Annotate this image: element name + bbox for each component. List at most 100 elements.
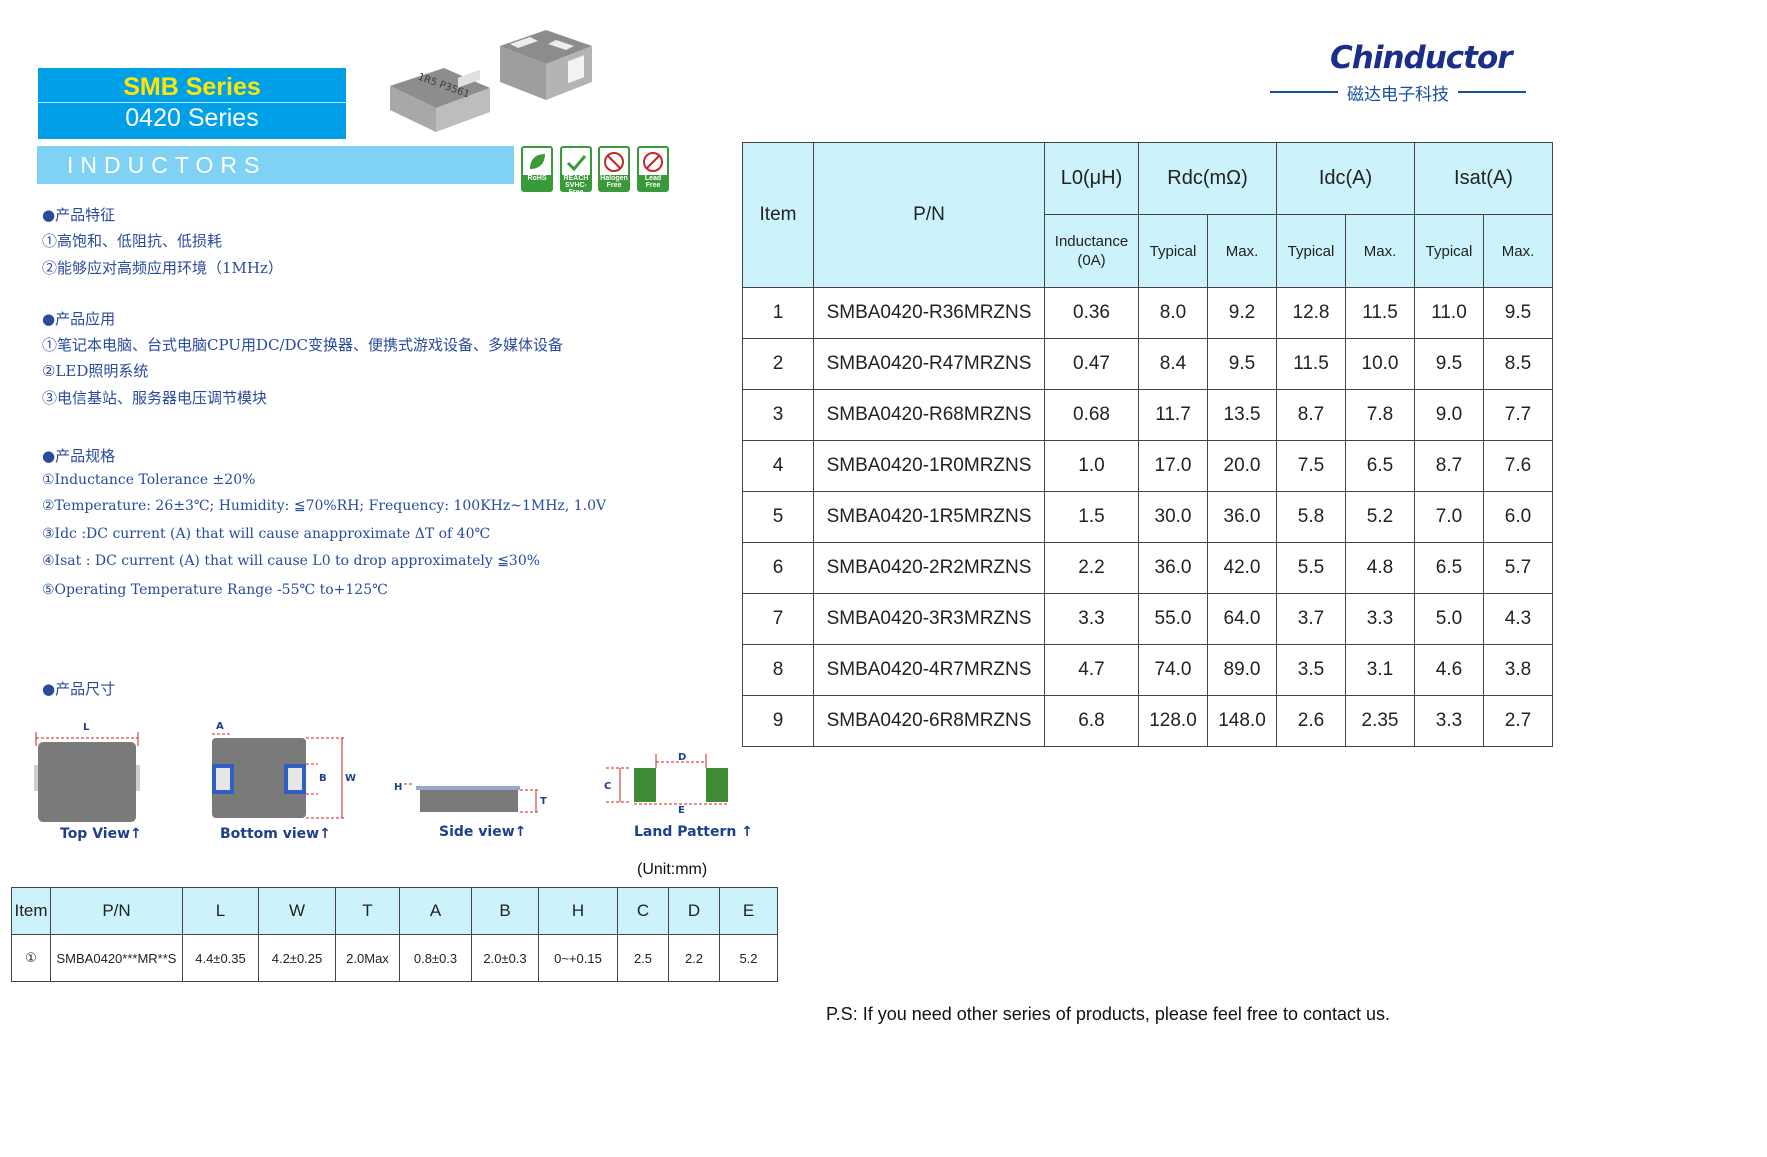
table-row: ① SMBA0420***MR**S 4.4±0.35 4.2±0.25 2.0… — [11, 934, 778, 982]
table-cell: 3.3 — [1345, 593, 1415, 645]
table-cell: 9.5 — [1207, 338, 1277, 390]
company-logo: Chinductor — [1330, 40, 1513, 76]
table-cell: 2.7 — [1483, 695, 1553, 747]
table-cell: 4.3 — [1483, 593, 1553, 645]
rohs-badge: RoHS — [521, 146, 553, 192]
table-cell: 17.0 — [1138, 440, 1208, 492]
table-cell: 3.8 — [1483, 644, 1553, 696]
company-subtitle: 磁达电子科技 — [1270, 80, 1526, 105]
footer-note: P.S: If you need other series of product… — [826, 1004, 1391, 1024]
series-divider — [38, 102, 346, 103]
col-header-idc: Idc(A) — [1276, 142, 1415, 215]
series-title-box: SMB Series 0420 Series — [38, 68, 346, 139]
part-number-cell: SMBA0420-1R5MRZNS — [813, 491, 1045, 543]
table-cell: 3.1 — [1345, 644, 1415, 696]
land-pattern-caption: Land Pattern ↑ — [634, 824, 753, 840]
feature-item: ②能够应对高频应用环境（1MHz） — [42, 259, 283, 277]
table-cell: 6 — [742, 542, 814, 594]
side-view-caption: Side view↑ — [439, 824, 527, 840]
table-cell: 1.0 — [1044, 440, 1139, 492]
table-cell: 55.0 — [1138, 593, 1208, 645]
inductor-photo-front: 1R5 P3561 — [390, 68, 490, 132]
table-cell: 0.36 — [1044, 287, 1139, 339]
table-cell: 0~+0.15 — [538, 934, 618, 982]
spec-item: ④Isat : DC current (A) that will cause L… — [42, 553, 541, 569]
table-cell: 8.7 — [1276, 389, 1346, 441]
table-cell: 74.0 — [1138, 644, 1208, 696]
col-header-l0: L0(μH) — [1044, 142, 1139, 215]
col-header-pn: P/N — [813, 142, 1045, 288]
table-cell: 6.5 — [1414, 542, 1484, 594]
col-header: W — [258, 887, 336, 935]
table-cell: 8.4 — [1138, 338, 1208, 390]
dimensions-title: ●产品尺寸 — [42, 680, 116, 698]
col-header: H — [538, 887, 618, 935]
spec-item: ⑤Operating Temperature Range -55℃ to+125… — [42, 582, 388, 598]
table-cell: 148.0 — [1207, 695, 1277, 747]
subheader-inductance: Inductance (0A) — [1044, 214, 1139, 288]
subheader-max: Max. — [1207, 214, 1277, 288]
table-cell: 13.5 — [1207, 389, 1277, 441]
col-header: L — [182, 887, 259, 935]
halogen-icon — [604, 152, 624, 172]
spec-item: ③Idc :DC current (A) that will cause ana… — [42, 526, 491, 542]
subheader-max: Max. — [1345, 214, 1415, 288]
table-cell: 30.0 — [1138, 491, 1208, 543]
table-cell: 11.5 — [1276, 338, 1346, 390]
table-cell: 7 — [742, 593, 814, 645]
table-cell: 4.7 — [1044, 644, 1139, 696]
table-cell: 89.0 — [1207, 644, 1277, 696]
table-cell: 5.5 — [1276, 542, 1346, 594]
table-cell: 11.0 — [1414, 287, 1484, 339]
table-cell: 7.6 — [1483, 440, 1553, 492]
bottom-view-drawing: A B W — [212, 721, 356, 819]
table-cell: 5.2 — [1345, 491, 1415, 543]
table-cell: 42.0 — [1207, 542, 1277, 594]
table-cell: 3.7 — [1276, 593, 1346, 645]
table-cell: 36.0 — [1138, 542, 1208, 594]
table-cell: 8 — [742, 644, 814, 696]
dim-label-w: W — [345, 773, 356, 784]
table-cell: 5.0 — [1414, 593, 1484, 645]
dim-label-h: H — [394, 782, 402, 793]
dimension-table: Item P/N L W T A B H C D E ① SMBA0420***… — [11, 887, 778, 982]
halogen-free-badge: Halogen Free — [598, 146, 630, 192]
table-cell: 64.0 — [1207, 593, 1277, 645]
category-bar: INDUCTORS — [37, 146, 514, 184]
dim-label-c: C — [604, 781, 611, 792]
subheader-typical: Typical — [1414, 214, 1484, 288]
spec-table: Item P/N L0(μH) Rdc(mΩ) Idc(A) Isat(A) I… — [742, 142, 1553, 747]
table-cell: 8.5 — [1483, 338, 1553, 390]
dim-label-l: L — [83, 722, 90, 733]
col-header: Item — [11, 887, 51, 935]
table-cell: 5 — [742, 491, 814, 543]
dim-label-a: A — [216, 721, 224, 732]
applications-title: ●产品应用 — [42, 310, 116, 328]
dim-label-b: B — [319, 773, 327, 784]
table-cell: 128.0 — [1138, 695, 1208, 747]
table-cell: 2.0±0.3 — [471, 934, 539, 982]
dim-label-t: T — [540, 796, 547, 807]
features-title: ●产品特征 — [42, 206, 116, 224]
part-number-cell: SMBA0420-4R7MRZNS — [813, 644, 1045, 696]
col-header: P/N — [50, 887, 183, 935]
table-cell: 6.8 — [1044, 695, 1139, 747]
part-number-cell: SMBA0420-2R2MRZNS — [813, 542, 1045, 594]
inductor-photo-back — [500, 30, 592, 100]
unit-label: (Unit:mm) — [637, 861, 708, 878]
top-view-drawing: L — [34, 722, 140, 822]
badge-label: Lead Free — [639, 175, 667, 190]
table-cell: 7.7 — [1483, 389, 1553, 441]
subheader-typical: Typical — [1138, 214, 1208, 288]
table-cell: 11.5 — [1345, 287, 1415, 339]
table-cell: 7.5 — [1276, 440, 1346, 492]
col-header: D — [668, 887, 720, 935]
table-cell: 3.5 — [1276, 644, 1346, 696]
part-number-cell: SMBA0420-3R3MRZNS — [813, 593, 1045, 645]
